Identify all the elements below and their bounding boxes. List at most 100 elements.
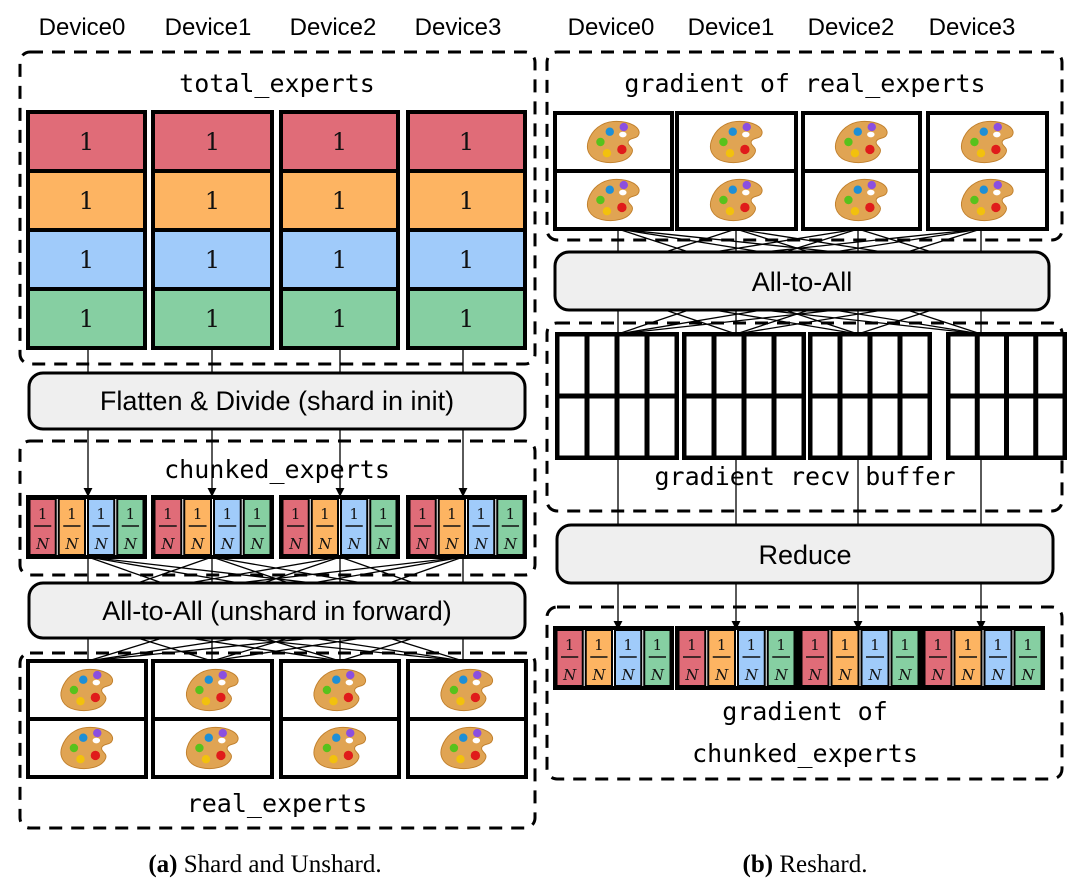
chunk-cell-red xyxy=(153,498,183,556)
recv-cell xyxy=(586,333,618,397)
fraction-denominator: N xyxy=(123,535,138,553)
recv-cell xyxy=(809,395,841,459)
fraction-numerator: 1 xyxy=(126,505,136,523)
recv-cell xyxy=(947,333,978,397)
fraction-numerator: 1 xyxy=(900,636,910,654)
fraction-numerator: 1 xyxy=(747,636,757,654)
recv-cell xyxy=(809,333,841,397)
fraction-numerator: 1 xyxy=(594,636,604,654)
fraction-numerator: 1 xyxy=(506,505,516,523)
expert-value: 1 xyxy=(79,246,94,274)
fraction-numerator: 1 xyxy=(447,505,457,523)
all-to-all-label: All-to-All xyxy=(752,267,853,297)
device-label: Device2 xyxy=(808,14,895,41)
fraction-denominator: N xyxy=(220,535,235,553)
all-to-all-line xyxy=(137,556,213,584)
chunk-cell-green xyxy=(766,629,796,687)
device-label: Device1 xyxy=(688,14,775,41)
reduce-op xyxy=(555,523,1055,585)
all-to-all-line xyxy=(388,556,464,584)
all-to-all-line xyxy=(188,637,341,662)
chunk-cell-red xyxy=(555,629,584,687)
all-to-all-line xyxy=(833,228,982,253)
all-to-all-line xyxy=(137,637,213,662)
recv-cell xyxy=(616,395,648,459)
fraction-numerator: 1 xyxy=(291,505,301,523)
device-label: Device3 xyxy=(929,14,1016,41)
gradient-chunked-label-line1: gradient of xyxy=(722,697,888,726)
expert-value: 1 xyxy=(332,246,347,274)
all-to-all-unshard-label: All-to-All (unshard in forward) xyxy=(102,596,452,626)
chunk-group-border xyxy=(406,495,527,559)
expert-value: 1 xyxy=(205,305,220,333)
fraction-denominator: N xyxy=(930,666,945,684)
fraction-numerator: 1 xyxy=(163,505,173,523)
fraction-denominator: N xyxy=(35,535,50,553)
fraction-denominator: N xyxy=(347,535,362,553)
fraction-denominator: N xyxy=(867,666,882,684)
fraction-numerator: 1 xyxy=(320,505,330,523)
recv-cell xyxy=(646,395,678,459)
recv-cell xyxy=(839,395,871,459)
fraction-numerator: 1 xyxy=(418,505,428,523)
fraction-denominator: N xyxy=(897,666,912,684)
expert-block-red xyxy=(406,110,527,173)
caption-a: (a) Shard and Unshard. xyxy=(148,851,381,878)
all-to-all-unshard-op xyxy=(27,581,527,640)
chunk-cell-green xyxy=(890,629,920,687)
all-to-all-line xyxy=(188,556,341,584)
expert-value: 1 xyxy=(332,187,347,215)
chunk-cell-red xyxy=(28,498,57,556)
all-to-all-line xyxy=(237,556,464,584)
fraction-denominator: N xyxy=(444,535,459,553)
expert-block-blue xyxy=(406,228,527,291)
recv-cell xyxy=(899,333,931,397)
chunk-cell-red xyxy=(800,629,830,687)
real-experts-group xyxy=(18,651,537,830)
chunk-cell-blue xyxy=(467,498,496,556)
fraction-numerator: 1 xyxy=(1023,636,1033,654)
chunk-cell-orange xyxy=(830,629,860,687)
all-to-all-op xyxy=(553,250,1051,312)
chunked-experts-group xyxy=(18,439,537,577)
device-label: Device3 xyxy=(415,14,502,41)
total-experts-label: total_experts xyxy=(179,69,375,98)
chunk-cell-green xyxy=(242,498,272,556)
chunk-group-border xyxy=(553,626,674,690)
fraction-numerator: 1 xyxy=(687,636,697,654)
expert-value: 1 xyxy=(332,305,347,333)
recv-cell xyxy=(773,333,805,397)
recv-cell xyxy=(976,333,1007,397)
fraction-denominator: N xyxy=(807,666,822,684)
recv-cell xyxy=(556,333,588,397)
recv-cell xyxy=(646,333,678,397)
recv-cell xyxy=(1006,395,1037,459)
chunk-cell-green xyxy=(1013,629,1043,687)
fraction-denominator: N xyxy=(64,535,79,553)
expert-block-red xyxy=(279,110,400,173)
chunk-cell-blue xyxy=(213,498,242,556)
gradient-real-experts-group xyxy=(545,50,1064,242)
chunk-cell-green xyxy=(643,629,672,687)
chunk-group-border xyxy=(675,626,798,690)
recv-cell xyxy=(1035,333,1066,397)
total-experts-group xyxy=(18,50,537,366)
fraction-denominator: N xyxy=(503,535,518,553)
recv-cell xyxy=(556,395,588,459)
chunk-group-border xyxy=(921,626,1045,690)
gradient-real-experts-label: gradient of real_experts xyxy=(624,69,985,98)
expert-block-green xyxy=(151,287,274,350)
fraction-numerator: 1 xyxy=(993,636,1003,654)
all-to-all-line xyxy=(713,228,859,253)
fraction-numerator: 1 xyxy=(810,636,820,654)
chunk-cell-red xyxy=(281,498,310,556)
fraction-denominator: N xyxy=(990,666,1005,684)
recv-cell xyxy=(586,395,618,459)
caption-b: (b) Reshard. xyxy=(743,851,868,878)
fraction-numerator: 1 xyxy=(623,636,633,654)
all-to-all-line xyxy=(87,556,240,584)
all-to-all-line xyxy=(389,637,464,662)
all-to-all-line xyxy=(906,309,982,335)
